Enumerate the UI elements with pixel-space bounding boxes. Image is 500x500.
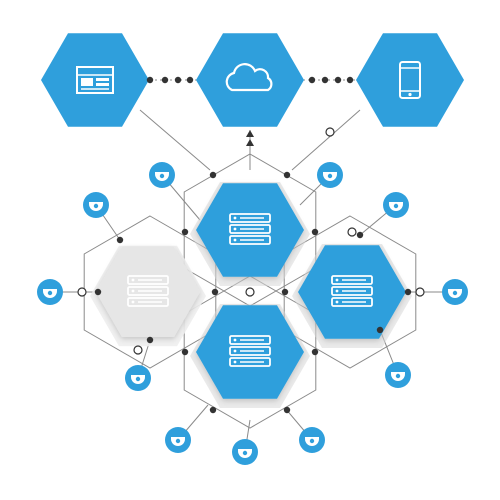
junction-dot: [283, 406, 291, 414]
camera-node: [165, 427, 191, 453]
camera-node: [442, 279, 468, 305]
camera-node: [317, 162, 343, 188]
camera-node: [383, 192, 409, 218]
server-icon: [229, 213, 271, 245]
junction-dot: [308, 76, 316, 84]
junction-dot: [346, 76, 354, 84]
security-camera-icon: [389, 202, 403, 211]
cloud-node: [196, 33, 304, 127]
security-camera-icon: [391, 372, 405, 381]
server-node-left: [90, 245, 206, 347]
junction-ring: [77, 287, 87, 297]
server-icon: [127, 275, 169, 307]
junction-dot: [311, 228, 319, 236]
camera-node: [232, 439, 258, 465]
camera-node: [299, 427, 325, 453]
cloud-icon: [225, 63, 273, 92]
dashboard-icon: [76, 66, 114, 94]
server-node-bottom: [190, 304, 310, 408]
smartphone-icon: [399, 61, 421, 99]
junction-dot: [209, 406, 217, 414]
junction-ring: [133, 345, 143, 355]
security-camera-icon: [171, 437, 185, 446]
junction-ring: [325, 127, 335, 137]
junction-dot: [376, 326, 384, 334]
camera-node: [37, 279, 63, 305]
junction-dot: [211, 288, 219, 296]
camera-nodes: [37, 162, 468, 465]
junction-dot: [181, 228, 189, 236]
camera-node: [83, 192, 109, 218]
security-camera-icon: [155, 172, 169, 181]
junction-dot: [334, 76, 342, 84]
mobile-node: [356, 33, 464, 127]
junction-dot: [181, 348, 189, 356]
junction-dot: [356, 231, 364, 239]
upload-arrow-icon: [246, 130, 254, 146]
junction-ring: [245, 287, 255, 297]
junction-ring: [415, 287, 425, 297]
security-camera-icon: [305, 437, 319, 446]
hex-nodes: [41, 33, 464, 408]
junction-dot: [161, 76, 169, 84]
junction-dot: [94, 288, 102, 296]
security-camera-icon: [131, 375, 145, 384]
junction-dot: [209, 171, 217, 179]
camera-node: [385, 362, 411, 388]
server-icon: [229, 335, 271, 367]
security-camera-icon: [323, 172, 337, 181]
server-icon: [331, 275, 373, 307]
security-camera-icon: [89, 202, 103, 211]
junction-dot: [283, 171, 291, 179]
server-node-top: [190, 182, 310, 286]
junction-dot: [281, 288, 289, 296]
junction-dot: [146, 76, 154, 84]
security-camera-icon: [238, 449, 252, 458]
security-camera-icon: [43, 289, 57, 298]
security-camera-icon: [448, 289, 462, 298]
camera-node: [149, 162, 175, 188]
junction-ring: [347, 227, 357, 237]
junction-dot: [311, 348, 319, 356]
junction-dot: [186, 76, 194, 84]
dashboard-node: [41, 33, 149, 127]
junction-dot: [321, 76, 329, 84]
server-node-right: [292, 244, 412, 348]
junction-dot: [404, 288, 412, 296]
junction-dot: [146, 336, 154, 344]
junction-dot: [174, 76, 182, 84]
connector-dots: [77, 76, 425, 414]
junction-dot: [116, 236, 124, 244]
camera-node: [125, 365, 151, 391]
